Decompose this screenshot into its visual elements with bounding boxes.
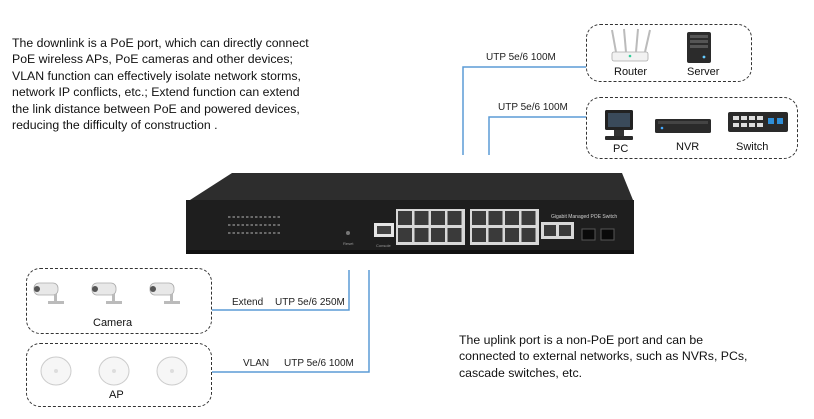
link-label-camera-mode: Extend [232,297,264,308]
led-indicator [228,232,231,234]
link-label-pc-nvr-switch: UTP 5e/6 100M [498,102,568,113]
led-indicator [273,216,276,218]
ap-caption: AP [109,389,124,401]
link-label-ap-mode: VLAN [243,358,270,369]
rj45-port [398,228,412,242]
pc-caption: PC [613,143,629,155]
rj45-port [447,211,462,225]
uplink-description: The uplink port is a non-PoE port and ca… [459,333,748,380]
led-indicator-panel [228,216,280,234]
led-indicator [255,216,258,218]
rj45-port [398,211,412,225]
downlink-description: The downlink is a PoE port, which can di… [12,36,309,133]
rj45-port [414,211,429,225]
link-label-camera-cable: UTP 5e/6 250M [275,297,345,308]
rj45-port [431,228,445,242]
camera-icon [149,282,180,304]
switch-device-icon [728,112,788,132]
switch-model-text: Gigabit Managed POE Switch [551,214,617,220]
led-indicator [250,224,253,226]
led-indicator [250,232,253,234]
reset-button [346,231,350,235]
rj45-port [521,211,536,225]
led-indicator [268,224,271,226]
sfp-port [581,228,596,241]
led-indicator [250,216,253,218]
led-indicator [259,232,262,234]
led-indicator [259,224,262,226]
downlink-line-ap [210,270,370,373]
console-label: Console [376,243,391,248]
led-indicator [232,224,235,226]
ap-icon [98,356,130,386]
nvr-caption: NVR [676,141,700,153]
server-icon [687,32,711,63]
downlink-line-camera [210,270,350,311]
led-indicator [264,216,267,218]
switch-caption: Switch [736,141,769,153]
rj45-port [488,228,503,242]
led-indicator [232,216,235,218]
link-label-ap-cable: UTP 5e/6 100M [284,358,354,369]
led-indicator [237,224,240,226]
led-indicator [237,216,240,218]
camera-caption: Camera [93,317,133,329]
camera-icon [33,282,64,304]
led-indicator [255,232,258,234]
led-indicator [232,232,235,234]
rj45-port [505,228,519,242]
led-indicator [246,232,249,234]
rj45-port [447,228,462,242]
led-indicator [241,216,244,218]
rj45-port [505,211,519,225]
led-indicator [273,224,276,226]
uplink-line-pc-nvr-switch [488,116,586,155]
ap-icon [156,356,188,386]
led-indicator [268,216,271,218]
rj45-port [472,211,486,225]
led-indicator [255,224,258,226]
led-indicator [277,232,280,234]
led-indicator [241,232,244,234]
server-caption: Server [687,66,720,78]
led-indicator [273,232,276,234]
led-indicator [228,224,231,226]
led-indicator [246,224,249,226]
led-indicator [264,224,267,226]
router-icon [611,28,651,62]
led-indicator [237,232,240,234]
rj45-port [431,211,445,225]
led-indicator [259,216,262,218]
led-indicator [264,232,267,234]
nvr-icon [655,119,711,133]
pc-icon [605,110,633,140]
reset-label: Reset [343,241,354,246]
uplink-line-router-server [462,66,586,155]
led-indicator [268,232,271,234]
led-indicator [277,224,280,226]
rj45-port [521,228,536,242]
camera-icon [91,282,122,304]
rj45-port [414,228,429,242]
rj45-port [472,228,486,242]
link-label-router-server: UTP 5e/6 100M [486,52,556,63]
led-indicator [246,216,249,218]
led-indicator [228,216,231,218]
ap-icon [40,356,72,386]
rj45-port [488,211,503,225]
router-caption: Router [614,66,648,78]
sfp-port [600,228,615,241]
led-indicator [241,224,244,226]
led-indicator [277,216,280,218]
